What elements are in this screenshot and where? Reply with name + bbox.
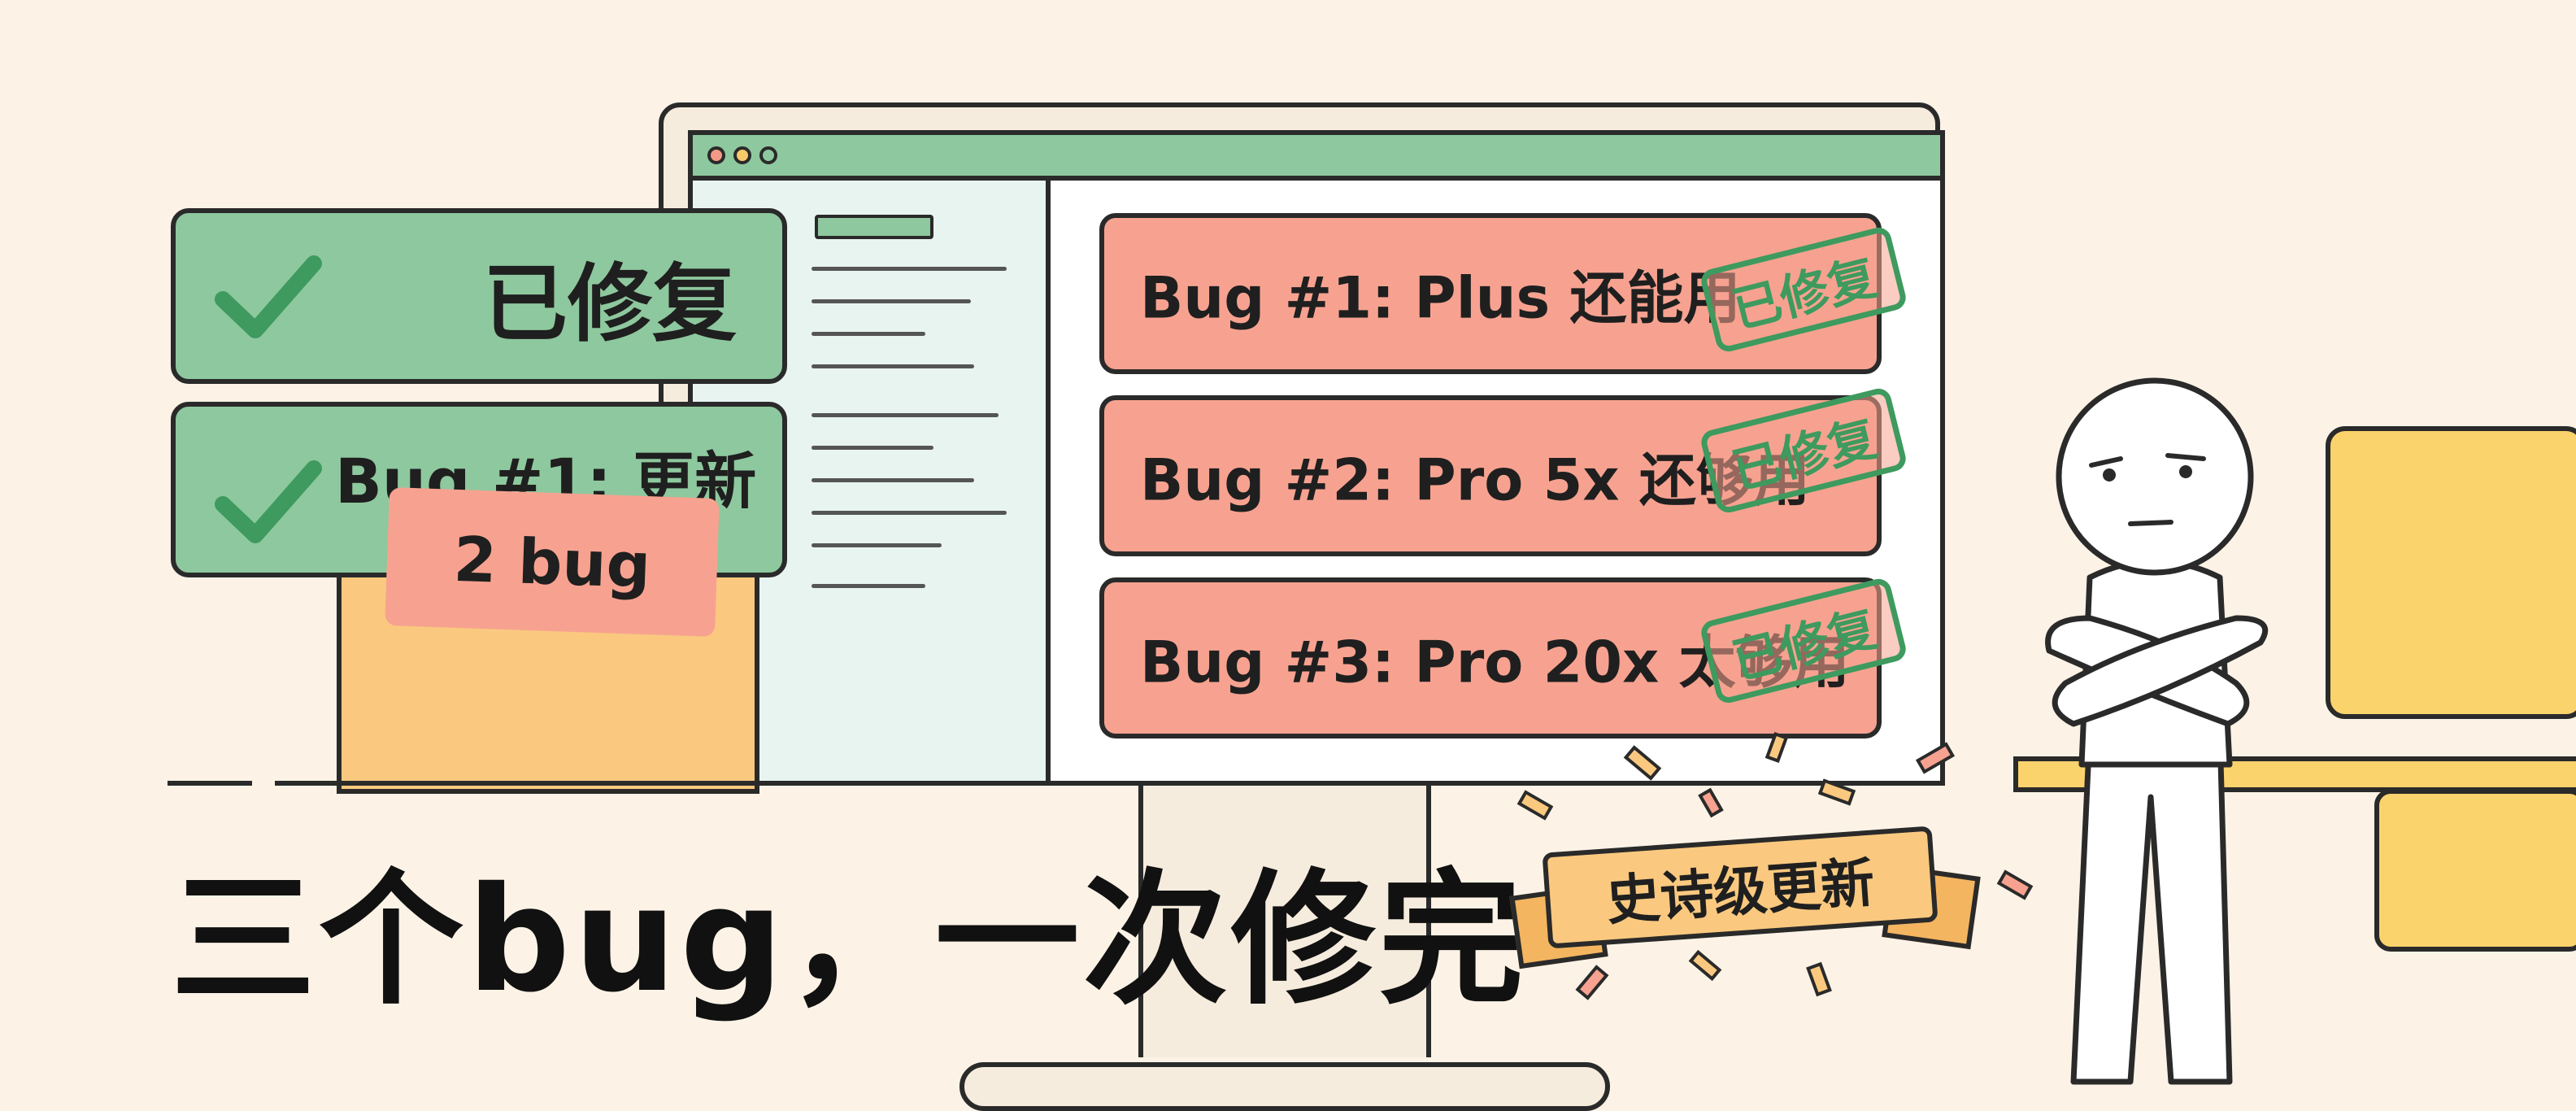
minimize-dot-icon[interactable] bbox=[733, 146, 751, 164]
headline: 三个bug，一次修完 bbox=[171, 856, 1527, 1024]
monitor-base bbox=[959, 1062, 1610, 1111]
fixed-tag: 已修复 bbox=[171, 208, 787, 384]
stick-figure-icon bbox=[2045, 377, 2269, 1085]
sidebar-line bbox=[812, 364, 974, 368]
banner-text: 史诗级更新 bbox=[1604, 851, 1877, 933]
sidebar-line bbox=[812, 511, 1007, 515]
checkmark-icon bbox=[215, 460, 322, 543]
browser-window: Bug #1: Plus 还能用 已修复 Bug #2: Pro 5x 还够用 … bbox=[688, 130, 1945, 786]
bug-card-1[interactable]: Bug #1: Plus 还能用 已修复 bbox=[1099, 213, 1909, 374]
sidebar-line bbox=[812, 584, 925, 588]
fixed-stamp: 已修复 bbox=[1698, 224, 1909, 355]
bug-card-3[interactable]: Bug #3: Pro 20x 太够用 已修复 bbox=[1099, 576, 1909, 738]
fixed-tag-label: 已修复 bbox=[483, 254, 738, 354]
browser-titlebar bbox=[693, 135, 1940, 181]
sidebar-line bbox=[812, 478, 974, 482]
close-dot-icon[interactable] bbox=[707, 146, 725, 164]
sidebar-line bbox=[812, 543, 942, 547]
confetti-icon bbox=[1516, 732, 2034, 1000]
bug-card-text: Bug #2: Pro 5x 还够用 bbox=[1140, 447, 1810, 514]
sidebar-line bbox=[812, 299, 971, 303]
sidebar-line bbox=[812, 267, 1007, 271]
bug-card-2[interactable]: Bug #2: Pro 5x 还够用 已修复 bbox=[1099, 386, 1909, 556]
shelf-gap bbox=[252, 779, 275, 787]
bug-card-text: Bug #1: Plus 还能用 bbox=[1140, 264, 1741, 332]
desk-board bbox=[2326, 426, 2576, 719]
desk-leg bbox=[2374, 789, 2576, 952]
sidebar-line bbox=[812, 332, 925, 336]
sticky-note: 2 bug bbox=[385, 486, 720, 638]
sidebar-line bbox=[812, 446, 933, 450]
sidebar-line bbox=[812, 413, 999, 417]
checkmark-icon bbox=[215, 255, 322, 338]
monitor-stand bbox=[1138, 781, 1431, 1057]
sidebar-header-block bbox=[815, 215, 933, 239]
maximize-dot-icon[interactable] bbox=[759, 146, 777, 164]
sticky-note-text: 2 bug bbox=[452, 522, 652, 602]
shelf-line bbox=[168, 781, 1412, 786]
